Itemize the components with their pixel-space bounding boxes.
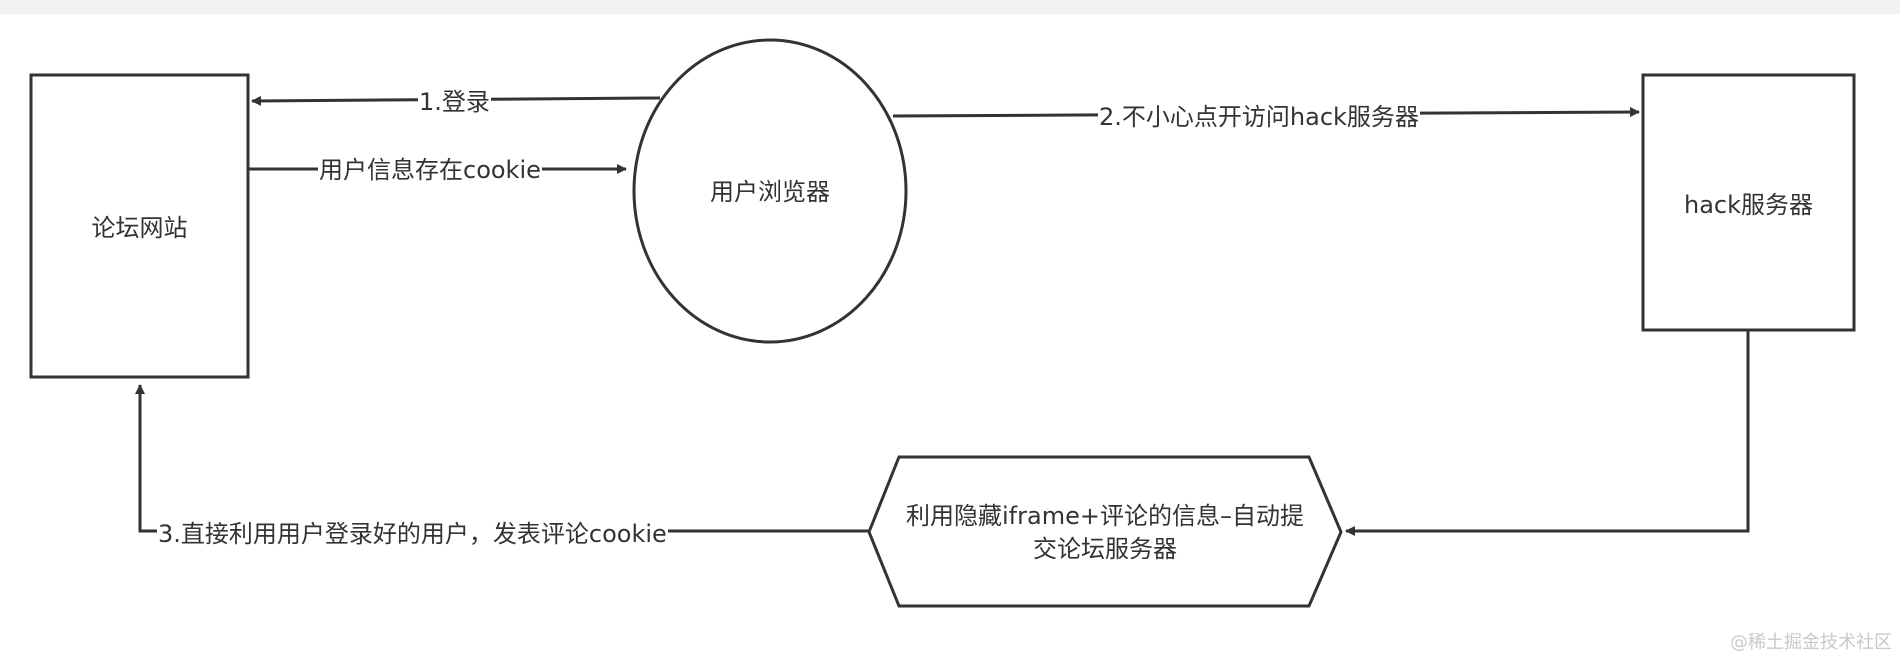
auto-submit-hexagon [867, 455, 1343, 608]
user-browser-label: 用户浏览器 [710, 178, 830, 206]
watermark: @稀土掘金技术社区 [1730, 632, 1892, 653]
hack-server-box [1641, 73, 1856, 332]
top-band [0, 0, 1900, 14]
forum-site-label: 论坛网站 [91, 214, 188, 242]
auto-submit-label-line1: 利用隐藏iframe+评论的信息–自动提 [906, 502, 1304, 530]
edge-visit-hack-label: 2.不小心点开访问hack服务器 [1098, 103, 1420, 131]
edge-login-label: 1.登录 [418, 88, 491, 116]
hack-server-label: hack服务器 [1683, 191, 1813, 219]
edge-post-comment-line [135, 384, 869, 533]
edge-hack-to-submit-line [1345, 331, 1750, 536]
user-browser-ellipse [632, 38, 908, 344]
edge-cookie-stored-label: 用户信息存在cookie [318, 156, 542, 184]
forum-site-box [29, 73, 250, 379]
edge-post-comment-label: 3.直接利用用户登录好的用户，发表评论cookie [157, 520, 668, 548]
auto-submit-label-line2: 交论坛服务器 [1033, 535, 1177, 563]
